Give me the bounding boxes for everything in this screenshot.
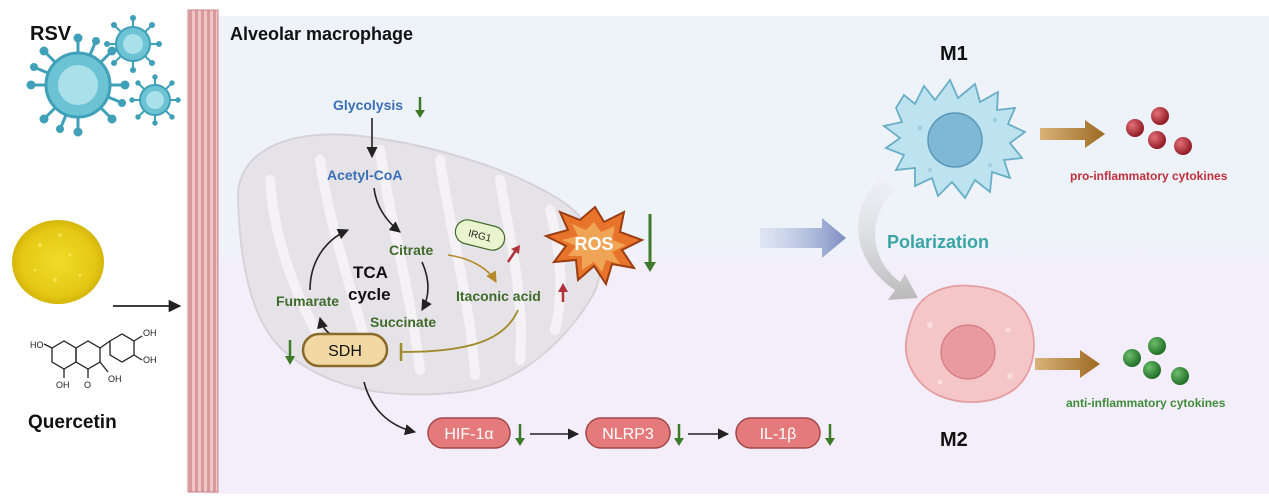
tca-arrow-citrate-succinate: [421, 261, 432, 311]
citrate-to-itaconic-arrow: [447, 254, 497, 283]
svg-text:OH: OH: [143, 355, 157, 365]
hif-1a-box: HIF-1α: [427, 417, 511, 449]
il1b-down-arrow: [825, 424, 835, 446]
irg1-up-arrow: [506, 245, 520, 263]
anti-inflammatory-label: anti-inflammatory cytokines: [1066, 396, 1226, 410]
quercetin-structure-labels: HO OH OH OH OH O: [30, 328, 157, 390]
itaconic-up-arrow: [558, 283, 568, 302]
tca-label-line2: cycle: [348, 285, 391, 304]
acetyl-coa-label: Acetyl-CoA: [327, 167, 402, 183]
quercetin-structure: [43, 333, 143, 378]
m1-macrophage: [881, 78, 1027, 200]
svg-text:NLRP3: NLRP3: [602, 426, 654, 443]
m1-output-arrow: [1040, 120, 1105, 148]
ros-down-arrow: [644, 214, 656, 272]
nlrp3-box: NLRP3: [585, 417, 671, 449]
m1-to-m2-curved-arrow: [858, 178, 918, 300]
svg-text:OH: OH: [143, 328, 157, 338]
rsv-virus-large: [26, 33, 130, 137]
fumarate-label: Fumarate: [276, 293, 339, 309]
m1-label: M1: [940, 43, 968, 65]
svg-text:HO: HO: [30, 340, 44, 350]
polarization-label: Polarization: [887, 232, 989, 252]
sdh-to-hif-arrow: [363, 381, 417, 436]
anti-inflammatory-cytokine-balls: [1123, 337, 1189, 385]
rsv-virus-small-2: [129, 74, 181, 126]
svg-text:OH: OH: [108, 374, 122, 384]
tca-arrow-fumarate-citrate: [309, 228, 350, 291]
pro-inflammatory-label: pro-inflammatory cytokines: [1070, 169, 1228, 183]
pro-inflammatory-cytokine-balls: [1126, 107, 1192, 155]
svg-text:OH: OH: [56, 380, 70, 390]
cell-membrane: [187, 9, 219, 493]
sdh-enzyme: SDH: [301, 332, 389, 368]
svg-text:O: O: [84, 380, 91, 390]
cell-title: Alveolar macrophage: [230, 24, 413, 44]
quercetin-powder: [12, 220, 104, 304]
glycolysis-down-arrow: [415, 97, 425, 118]
tca-label-line1: TCA: [353, 263, 388, 282]
ros-label: ROS: [574, 234, 613, 254]
ros-burst: ROS: [543, 205, 645, 287]
nlrp3-down-arrow: [674, 424, 684, 446]
citrate-label: Citrate: [389, 242, 434, 258]
il-1b-box: IL-1β: [735, 417, 821, 449]
succinate-label: Succinate: [370, 314, 436, 330]
acetylcoa-to-citrate-arrow: [373, 187, 401, 233]
rsv-virus-small-1: [104, 15, 162, 73]
itaconic-inhibits-sdh: [401, 309, 519, 353]
m2-output-arrow: [1035, 350, 1100, 378]
rsv-label: RSV: [30, 23, 72, 45]
m2-label: M2: [940, 429, 968, 451]
sdh-label: SDH: [328, 343, 362, 360]
itaconic-acid-label: Itaconic acid: [456, 288, 541, 304]
polarization-arrow: [760, 218, 846, 258]
svg-text:HIF-1α: HIF-1α: [444, 426, 493, 443]
sdh-down-arrow: [285, 340, 295, 365]
glycolysis-label: Glycolysis: [333, 97, 403, 113]
hif-down-arrow: [515, 424, 525, 446]
quercetin-label: Quercetin: [28, 412, 117, 433]
mitochondrion: [236, 133, 601, 396]
svg-text:IL-1β: IL-1β: [760, 426, 797, 443]
m2-macrophage: [904, 284, 1035, 404]
irg1-enzyme: IRG1: [454, 219, 506, 251]
